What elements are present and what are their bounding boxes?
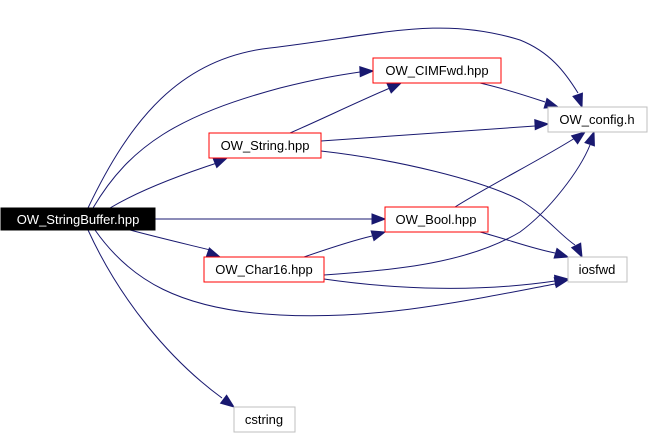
node-ow-string[interactable]: OW_String.hpp xyxy=(208,132,322,159)
edge-stringbuffer-to-cimfwd xyxy=(92,71,361,209)
node-ow-bool[interactable]: OW_Bool.hpp xyxy=(384,206,489,233)
arrowhead-icon xyxy=(572,92,583,109)
arrowhead-icon xyxy=(371,213,387,225)
edge-char16-to-bool xyxy=(303,235,373,258)
node-iosfwd[interactable]: iosfwd xyxy=(567,256,628,283)
arrowhead-icon xyxy=(386,82,403,94)
node-label: OW_Char16.hpp xyxy=(215,262,313,277)
edge-stringbuffer-to-char16 xyxy=(129,229,211,251)
edge-bool-to-iosfwd xyxy=(479,231,556,254)
node-cstring[interactable]: cstring xyxy=(233,406,296,433)
node-label: iosfwd xyxy=(579,262,616,277)
node-label: OW_Bool.hpp xyxy=(396,212,477,227)
arrowhead-icon xyxy=(570,242,583,259)
node-box xyxy=(372,57,502,84)
node-label: OW_StringBuffer.hpp xyxy=(17,212,140,227)
edges xyxy=(87,27,595,408)
node-box xyxy=(384,206,489,233)
arrowhead-icon xyxy=(553,247,570,259)
node-ow-stringbuffer[interactable]: OW_StringBuffer.hpp xyxy=(0,207,156,231)
edge-string-to-cimfwd xyxy=(289,87,391,134)
edge-stringbuffer-to-config xyxy=(87,27,579,209)
node-label: OW_CIMFwd.hpp xyxy=(385,63,488,78)
edge-string-to-iosfwd xyxy=(320,150,576,246)
node-label: cstring xyxy=(245,412,283,427)
arrowhead-icon xyxy=(584,130,595,147)
node-box xyxy=(233,406,296,433)
arrowhead-icon xyxy=(570,131,587,145)
node-box xyxy=(547,106,648,133)
edge-stringbuffer-to-iosfwd xyxy=(94,229,556,317)
arrowhead-icon xyxy=(534,118,550,131)
node-ow-char16[interactable]: OW_Char16.hpp xyxy=(203,256,325,283)
node-box xyxy=(0,207,156,231)
edge-char16-to-iosfwd xyxy=(323,278,556,289)
edge-string-to-config xyxy=(320,125,536,142)
edge-cimfwd-to-config xyxy=(479,82,546,103)
arrowhead-icon xyxy=(370,230,387,242)
node-box xyxy=(208,132,322,159)
arrowhead-icon xyxy=(553,274,570,287)
edge-char16-to-config xyxy=(323,144,591,276)
edge-bool-to-config xyxy=(454,137,576,208)
node-ow-cimfwd[interactable]: OW_CIMFwd.hpp xyxy=(372,57,502,84)
edge-stringbuffer-to-string xyxy=(109,161,221,209)
node-ow-config[interactable]: OW_config.h xyxy=(547,106,648,133)
node-box xyxy=(567,256,628,283)
node-label: OW_String.hpp xyxy=(221,138,310,153)
arrowhead-icon xyxy=(212,157,229,169)
edge-stringbuffer-to-cstring xyxy=(87,229,223,399)
node-box xyxy=(203,256,325,283)
arrowhead-icon xyxy=(219,394,236,408)
arrowhead-icon xyxy=(359,65,375,78)
node-label: OW_config.h xyxy=(559,112,634,127)
